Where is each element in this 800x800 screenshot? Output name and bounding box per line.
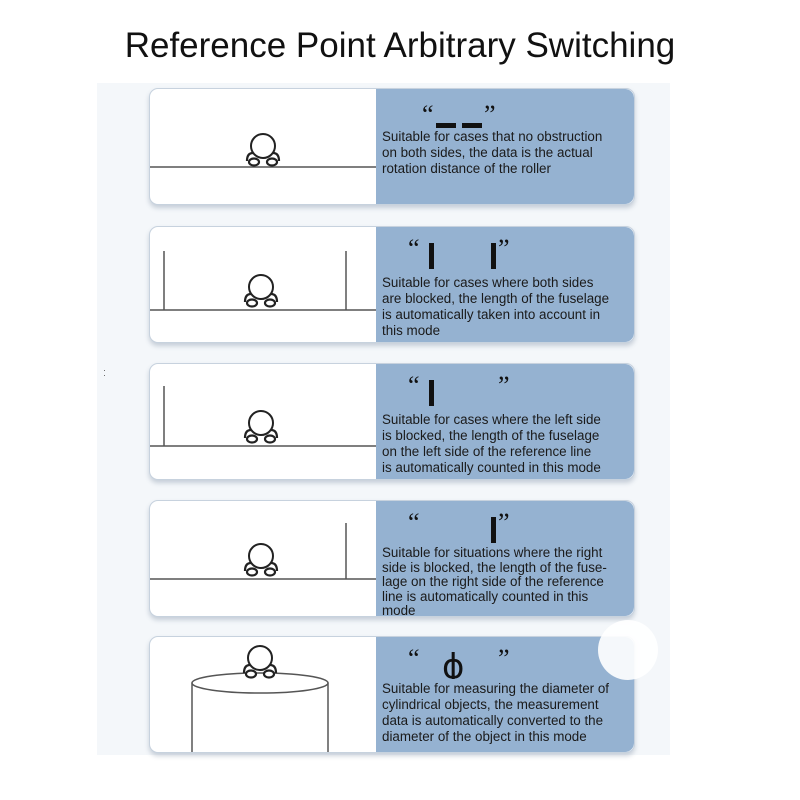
- svg-text:”: ”: [498, 509, 510, 537]
- roller-device-icon: [243, 543, 279, 577]
- mode-description: Suitable for measuring the diameter of c…: [382, 681, 610, 744]
- mode-description: Suitable for situations where the right …: [382, 545, 607, 617]
- light-glare-decoration: [598, 620, 658, 680]
- mode-description-pane: “ ” Suitable for cases that no obstructi…: [376, 89, 634, 204]
- svg-text:“: “: [408, 645, 420, 673]
- roller-between-walls-illustration: [150, 251, 376, 311]
- svg-text:”: ”: [498, 235, 510, 263]
- mode-card-diameter: “ ϕ ” Suitable for measuring the diamete…: [149, 636, 635, 753]
- mode-card-open: “ ” Suitable for cases that no obstructi…: [149, 88, 635, 205]
- mode-description-pane: “ ϕ ” Suitable for measuring the diamete…: [376, 637, 634, 752]
- left-side-blocked-icon: “ ”: [408, 372, 510, 406]
- mode-description-pane: “ ” Suitable for situations where the ri…: [376, 501, 634, 616]
- svg-text:”: ”: [484, 100, 496, 129]
- roller-on-flat-surface-illustration: [150, 133, 376, 168]
- mode-card-left-blocked: “ ” Suitable for cases where the left si…: [149, 363, 635, 480]
- roller-right-wall-illustration: [150, 523, 376, 580]
- roller-device-icon: [242, 645, 278, 679]
- mode-card-right-blocked: “ ” Suitable for situations where the ri…: [149, 500, 635, 617]
- both-sides-blocked-icon: “ ”: [408, 235, 510, 269]
- mode-description: Suitable for cases that no obstruction o…: [382, 129, 603, 176]
- svg-text:“: “: [408, 372, 420, 400]
- roller-left-wall-illustration: [150, 386, 376, 447]
- roller-device-icon: [243, 274, 279, 308]
- right-side-blocked-icon: “ ”: [408, 509, 510, 543]
- svg-text:ϕ: ϕ: [442, 647, 464, 679]
- both-sides-open-icon: “ ”: [422, 100, 496, 129]
- mode-card-both-blocked: “ ” Suitable for cases where both sides …: [149, 226, 635, 343]
- mode-description-pane: “ ” Suitable for cases where both sides …: [376, 227, 634, 342]
- mode-description: Suitable for cases where the left side i…: [382, 412, 601, 475]
- svg-text:“: “: [408, 509, 420, 537]
- roller-device-icon: [245, 133, 281, 167]
- mode-description-pane: “ ” Suitable for cases where the left si…: [376, 364, 634, 479]
- diameter-phi-icon: “ ϕ ”: [408, 645, 510, 679]
- page-title: Reference Point Arbitrary Switching: [124, 26, 676, 65]
- svg-text:“: “: [422, 100, 434, 129]
- svg-text:“: “: [408, 235, 420, 263]
- side-dots-decoration: ··: [103, 365, 106, 380]
- roller-on-cylinder-illustration: [191, 645, 329, 752]
- mode-description: Suitable for cases where both sides are …: [382, 275, 610, 338]
- svg-text:”: ”: [498, 645, 510, 673]
- svg-text:”: ”: [498, 372, 510, 400]
- roller-device-icon: [243, 410, 279, 444]
